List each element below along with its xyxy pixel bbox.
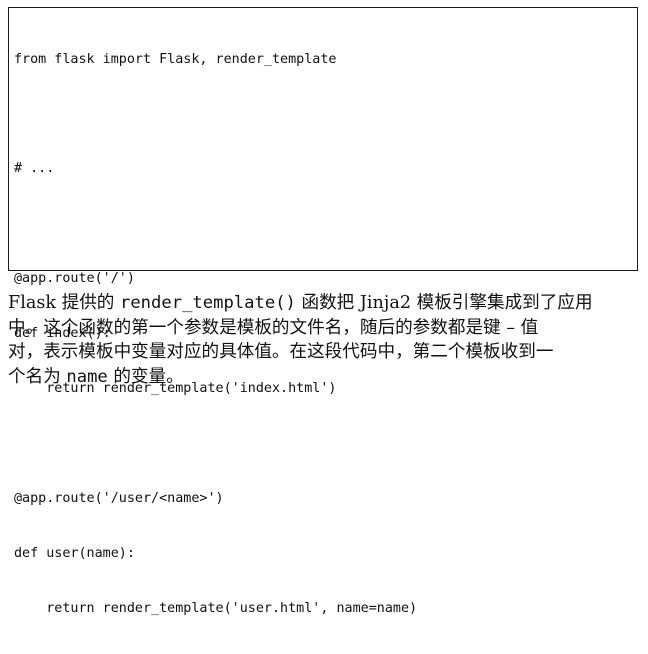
description-paragraph: Flask 提供的 render_template() 函数把 Jinja2 模…: [8, 291, 640, 389]
code-line: [14, 105, 417, 123]
paragraph-text: Flask 提供的: [8, 293, 120, 313]
paragraph-text: 个名为: [8, 366, 67, 387]
code-block: from flask import Flask, render_template…: [8, 7, 638, 616]
paragraph-line-1: Flask 提供的 render_template() 函数把 Jinja2 模…: [8, 291, 640, 316]
code-line: [14, 435, 417, 453]
code-line: def index():: [14, 326, 111, 342]
code-line: from flask import Flask, render_template: [14, 51, 337, 67]
code-line: def user(name):: [14, 545, 135, 561]
code-line: # ...: [14, 161, 55, 177]
paragraph-line-3: 对，表示模板中变量对应的具体值。在这段代码中，第二个模板收到一: [8, 342, 554, 363]
paragraph-line-2: 中。这个函数的第一个参数是模板的文件名，随后的参数都是键 – 值: [8, 317, 539, 338]
code-line: @app.route('/user/<name>'): [14, 490, 224, 506]
paragraph-line-4: 个名为 name 的变量。: [8, 365, 640, 390]
inline-code-render-template: render_template(): [119, 293, 296, 313]
inline-code-name: name: [66, 366, 108, 387]
code-line: return render_template('user.html', name…: [14, 600, 418, 616]
code-line: [14, 215, 417, 233]
paragraph-text: 函数把 Jinja2 模板引擎集成到了应用: [295, 293, 593, 313]
paragraph-text: 的变量。: [107, 366, 184, 387]
code-line: @app.route('/'): [14, 271, 135, 287]
code-line: return render_template('index.html'): [14, 380, 337, 396]
